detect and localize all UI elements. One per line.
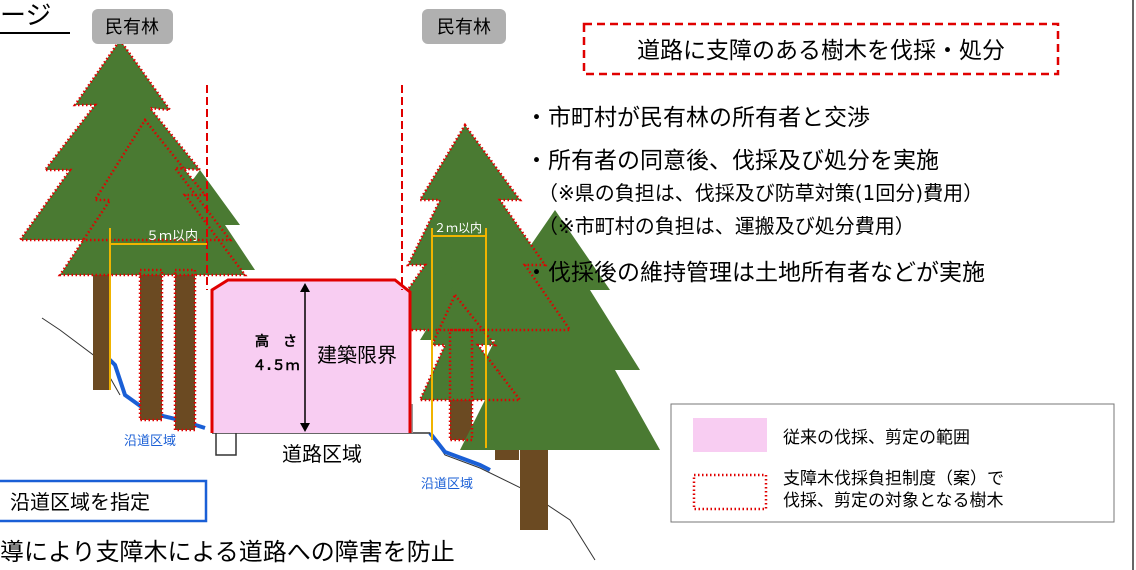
bottom-text: 導により支障木による道路への障害を防止 bbox=[0, 538, 455, 566]
headline-text: 道路に支障のある樹木を伐採・処分 bbox=[637, 38, 1005, 64]
private-forest-right-label: 民有林 bbox=[437, 17, 491, 38]
height-arrow-head-bottom bbox=[300, 423, 310, 432]
roadside-right-label: 沿道区域 bbox=[421, 477, 473, 492]
roadside-left-label: 沿道区域 bbox=[124, 434, 176, 449]
private-forest-right-badge bbox=[422, 9, 506, 44]
legend-swatch-fill bbox=[693, 418, 767, 452]
gutter-left bbox=[215, 433, 237, 456]
distance-left bbox=[109, 228, 207, 390]
legend-item-1: 従来の伐採、剪定の範囲 bbox=[783, 428, 970, 448]
roadside-right-line bbox=[428, 431, 491, 472]
road-area-label: 道路区域 bbox=[282, 442, 362, 466]
headline-box bbox=[582, 22, 1060, 76]
legend-item-2-line-2: 伐採、剪定の対象となる樹木 bbox=[783, 491, 1004, 511]
height-label-line2: ４.５ｍ bbox=[252, 358, 299, 374]
height-arrow-head-top bbox=[300, 283, 310, 292]
private-forest-left-label: 民有林 bbox=[105, 17, 159, 38]
right-trees bbox=[377, 122, 660, 530]
bullet-2: ・所有者の同意後、伐採及び処分を実施 bbox=[525, 148, 939, 174]
bullet-3: ・伐採後の維持管理は土地所有者などが実施 bbox=[525, 260, 985, 286]
legend-swatch-outline bbox=[692, 473, 768, 511]
designate-text: 沿道区域を指定 bbox=[10, 490, 150, 514]
private-forest-left-badge bbox=[92, 9, 173, 44]
bullet-2-sub-2: （※市町村の負担は、運搬及び処分費用） bbox=[538, 214, 915, 238]
height-label-line1: 高 さ bbox=[255, 333, 297, 350]
bullet-1: ・市町村が民有林の所有者と交渉 bbox=[525, 105, 870, 131]
distance-left-label: ５ｍ以内 bbox=[146, 228, 198, 244]
distance-right bbox=[431, 228, 487, 448]
left-trees bbox=[17, 37, 255, 432]
legend-item-2-line-1: 支障木伐採負担制度（案）で bbox=[783, 469, 1004, 489]
bullet-2-sub-1: （※県の負担は、伐採及び防草対策(1回分)費用） bbox=[538, 181, 983, 205]
title-fragment: ージ bbox=[0, 1, 51, 31]
clearance-area bbox=[210, 278, 412, 433]
designate-box bbox=[0, 479, 208, 523]
clearance-label: 建築限界 bbox=[317, 343, 397, 367]
distance-right-label: ２ｍ以内 bbox=[434, 221, 482, 235]
